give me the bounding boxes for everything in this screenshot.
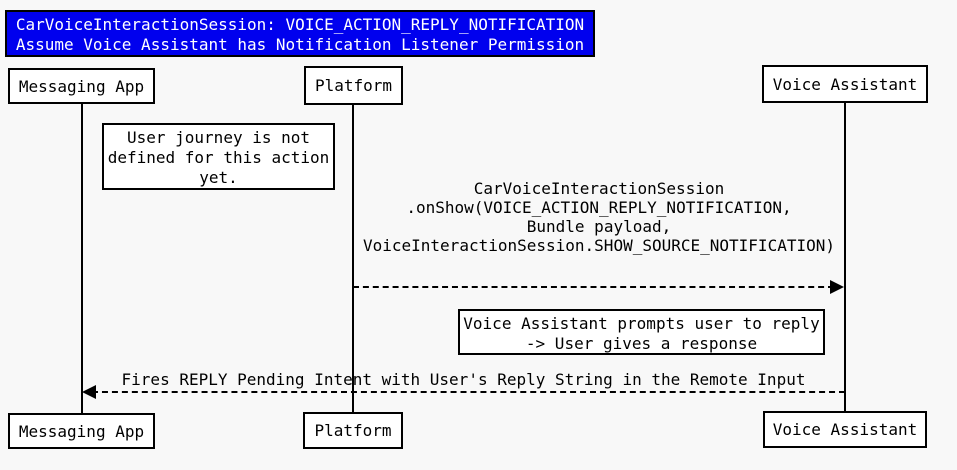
arrow-voice-assistant-to-messaging-app [82,385,845,399]
actor-platform-top-label: Platform [314,76,393,95]
note-prompt-reply: Voice Assistant prompts user to reply ->… [458,309,825,355]
arrowhead-left-icon [82,385,96,399]
actor-messaging-app-top-label: Messaging App [18,76,145,96]
arrowhead-right-icon [830,280,844,294]
message-onshow-line-4: VoiceInteractionSession.SHOW_SOURCE_NOTI… [362,236,835,255]
actor-platform-bottom: Platform [303,412,403,449]
actor-messaging-app-bottom-label: Messaging App [18,421,145,441]
note-user-journey-line-2: defined for this action [107,148,330,167]
arrow-dashed-line [92,391,845,393]
note-prompt-reply-line-2: -> User gives a response [525,334,758,353]
message-onshow-line-1: CarVoiceInteractionSession [473,179,725,198]
message-onshow-line-2: .onShow(VOICE_ACTION_REPLY_NOTIFICATION, [406,198,792,217]
arrow-platform-to-voice-assistant [353,280,844,294]
actor-voice-assistant-bottom-label: Voice Assistant [772,420,918,439]
actor-voice-assistant-top-label: Voice Assistant [772,74,918,94]
note-user-journey-line-3: yet. [199,168,238,187]
diagram-title: CarVoiceInteractionSession: VOICE_ACTION… [5,10,595,57]
message-onshow-line-3: Bundle payload, [526,217,672,236]
lifeline-platform [352,104,354,412]
actor-platform-bottom-label: Platform [314,421,392,440]
lifeline-voice-assistant [844,102,846,411]
message-fires-reply-label: Fires REPLY Pending Intent with User's R… [82,370,845,389]
lifeline-messaging-app [81,103,83,413]
message-fires-reply-line-1: Fires REPLY Pending Intent with User's R… [121,370,806,389]
actor-messaging-app-top: Messaging App [8,68,155,104]
diagram-title-line-1: CarVoiceInteractionSession: VOICE_ACTION… [15,15,585,34]
actor-messaging-app-bottom: Messaging App [8,413,155,449]
note-prompt-reply-line-1: Voice Assistant prompts user to reply [463,314,820,333]
diagram-title-line-2: Assume Voice Assistant has Notification … [15,35,585,54]
note-user-journey: User journey is not defined for this act… [102,123,335,190]
actor-voice-assistant-bottom: Voice Assistant [763,411,927,448]
note-user-journey-line-1: User journey is not [126,128,311,147]
message-onshow-label: CarVoiceInteractionSession .onShow(VOICE… [353,179,845,255]
actor-platform-top: Platform [304,66,403,105]
actor-voice-assistant-top: Voice Assistant [762,65,928,103]
arrow-dashed-line [353,286,834,288]
